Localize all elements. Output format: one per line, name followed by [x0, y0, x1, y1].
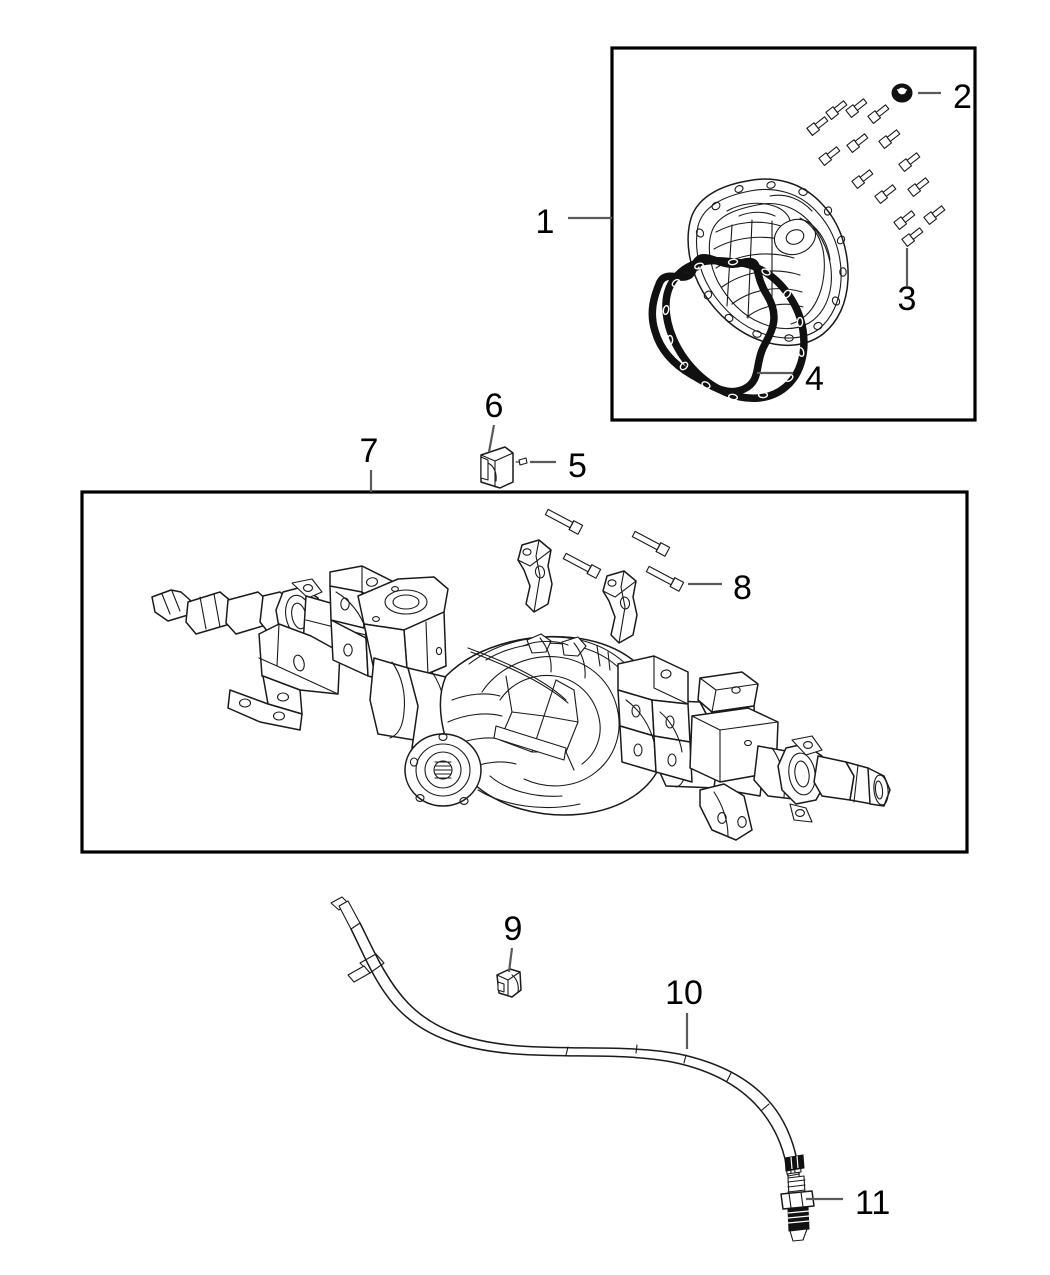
callout-2[interactable]: 2: [918, 78, 972, 116]
callout-3-label: 3: [898, 280, 917, 318]
callout-1[interactable]: 1: [536, 203, 612, 241]
callout-8[interactable]: 8: [688, 569, 752, 607]
vent-hose: [330, 896, 801, 1193]
callout-5[interactable]: 5: [530, 447, 587, 485]
callout-8-label: 8: [733, 569, 752, 607]
callout-9-label: 9: [504, 910, 523, 948]
axle-housing-right-section: [617, 655, 779, 841]
callout-7[interactable]: 7: [360, 432, 379, 492]
callout-5-label: 5: [568, 447, 587, 485]
callout-3[interactable]: 3: [898, 248, 917, 318]
differential-carrier: [404, 633, 669, 816]
axle-housing-top-pad: [357, 576, 449, 683]
callout-2-label: 2: [953, 78, 972, 116]
group-box-axle-housing: [80, 490, 969, 854]
callout-6-label: 6: [485, 387, 504, 425]
callout-11-label: 11: [855, 1184, 890, 1222]
fill-plug: [891, 83, 913, 103]
vent-hose-bracket: [480, 446, 514, 489]
axle-housing-right-spindle: [753, 735, 891, 823]
bracket-bolt-set: [544, 508, 685, 592]
callout-9[interactable]: 9: [504, 910, 523, 973]
callout-10[interactable]: 10: [665, 974, 703, 1049]
callout-4-label: 4: [805, 360, 824, 398]
callout-11[interactable]: 11: [806, 1184, 890, 1222]
vent-hose-nut: [784, 1154, 805, 1172]
vent-hose-clip: [496, 968, 522, 998]
callout-1-label: 1: [536, 203, 555, 241]
axle-bracket-set: [517, 539, 638, 644]
callout-4[interactable]: 4: [757, 360, 824, 398]
vent-fitting: [780, 1175, 815, 1242]
callout-7-label: 7: [360, 432, 379, 470]
retainer-pin: [515, 457, 528, 466]
group-box-differential-cover: [610, 46, 977, 422]
callout-10-label: 10: [665, 974, 703, 1012]
callout-6[interactable]: 6: [485, 387, 504, 453]
cover-bolt-cluster: [806, 98, 946, 247]
callout-layer: 1 2 3 4 5 6: [360, 78, 972, 1222]
cover-gasket: [648, 254, 808, 402]
